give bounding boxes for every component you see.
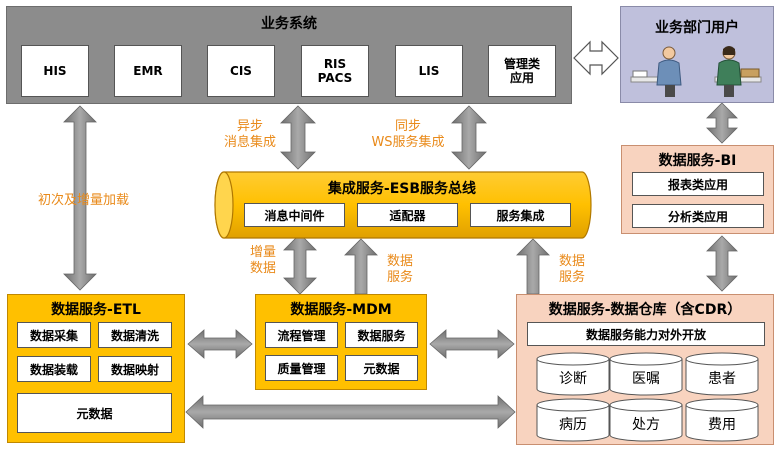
- label-async: 异步 消息集成: [223, 119, 276, 150]
- arrow-etl-dw: [185, 395, 516, 429]
- system-ris-pacs: RIS PACS: [301, 45, 369, 97]
- mdm-process: 流程管理: [265, 322, 338, 348]
- business-systems-panel: 业务系统 HIS EMR CIS RIS PACS LIS 管理类 应用: [6, 6, 572, 104]
- etl-panel: 数据服务-ETL 数据采集 数据清洗 数据装载 数据映射 元数据: [7, 294, 185, 443]
- arrow-sync: [451, 105, 487, 170]
- arrow-mdm-dw: [429, 329, 515, 359]
- arrow-dw-service: [516, 238, 550, 295]
- system-lis: LIS: [395, 45, 463, 97]
- system-management: 管理类 应用: [488, 45, 556, 97]
- etl-metadata: 元数据: [17, 393, 172, 433]
- dw-record: 病历: [559, 417, 587, 433]
- esb-adapter: 适配器: [357, 203, 458, 227]
- esb-message-middleware: 消息中间件: [244, 203, 345, 227]
- system-his: HIS: [21, 45, 89, 97]
- label-initial-load: 初次及增量加载: [38, 193, 130, 208]
- etl-collect: 数据采集: [17, 322, 91, 348]
- mdm-metadata: 元数据: [345, 355, 418, 381]
- label-sync: 同步 WS服务集成: [371, 119, 445, 150]
- mdm-service: 数据服务: [345, 322, 418, 348]
- arrow-esb-mdm: [283, 233, 317, 295]
- bi-analysis-apps: 分析类应用: [632, 204, 764, 228]
- dw-cost: 费用: [708, 417, 736, 433]
- arrow-mdm-service: [344, 238, 378, 295]
- etl-mapping: 数据映射: [98, 356, 172, 382]
- arrow-users-bi: [706, 102, 738, 144]
- etl-clean: 数据清洗: [98, 322, 172, 348]
- dept-users-title: 业务部门用户: [655, 20, 739, 36]
- mdm-panel: 数据服务-MDM 流程管理 数据服务 质量管理 元数据: [255, 294, 427, 390]
- dw-cylinders: [536, 352, 759, 442]
- system-emr: EMR: [114, 45, 182, 97]
- esb-service-integration: 服务集成: [470, 203, 571, 227]
- mdm-quality: 质量管理: [265, 355, 338, 381]
- dept-users-panel: 业务部门用户: [620, 6, 774, 103]
- bi-title: 数据服务-BI: [658, 153, 737, 169]
- etl-load: 数据装载: [17, 356, 91, 382]
- mdm-title: 数据服务-MDM: [290, 302, 392, 318]
- esb-title: 集成服务-ESB服务总线: [327, 181, 477, 197]
- arrow-business-users: [573, 40, 619, 76]
- label-dw-service: 数据 服务: [558, 254, 585, 285]
- dw-order: 医嘱: [632, 371, 660, 387]
- business-systems-title: 业务系统: [261, 16, 317, 32]
- arrow-async: [280, 105, 316, 170]
- bi-panel: 数据服务-BI 报表类应用 分析类应用: [621, 145, 774, 234]
- arrow-etl-mdm: [187, 329, 253, 359]
- bi-report-apps: 报表类应用: [632, 172, 764, 196]
- arrow-bi-dw: [706, 235, 738, 292]
- label-mdm-service: 数据 服务: [386, 254, 413, 285]
- dw-prescription: 处方: [632, 417, 660, 433]
- dw-panel: 数据服务-数据仓库（含CDR） 数据服务能力对外开放 诊断 医嘱 患者 病历 处…: [516, 294, 774, 445]
- dw-open-capability: 数据服务能力对外开放: [527, 322, 765, 346]
- dw-patient: 患者: [708, 371, 736, 387]
- dw-diagnosis: 诊断: [559, 371, 587, 387]
- users-illustration: [630, 46, 762, 97]
- label-incremental: 增量 数据: [249, 245, 276, 276]
- system-cis: CIS: [207, 45, 275, 97]
- dw-title: 数据服务-数据仓库（含CDR）: [548, 302, 742, 318]
- etl-title: 数据服务-ETL: [51, 302, 141, 318]
- arrow-etl-business: [63, 105, 97, 291]
